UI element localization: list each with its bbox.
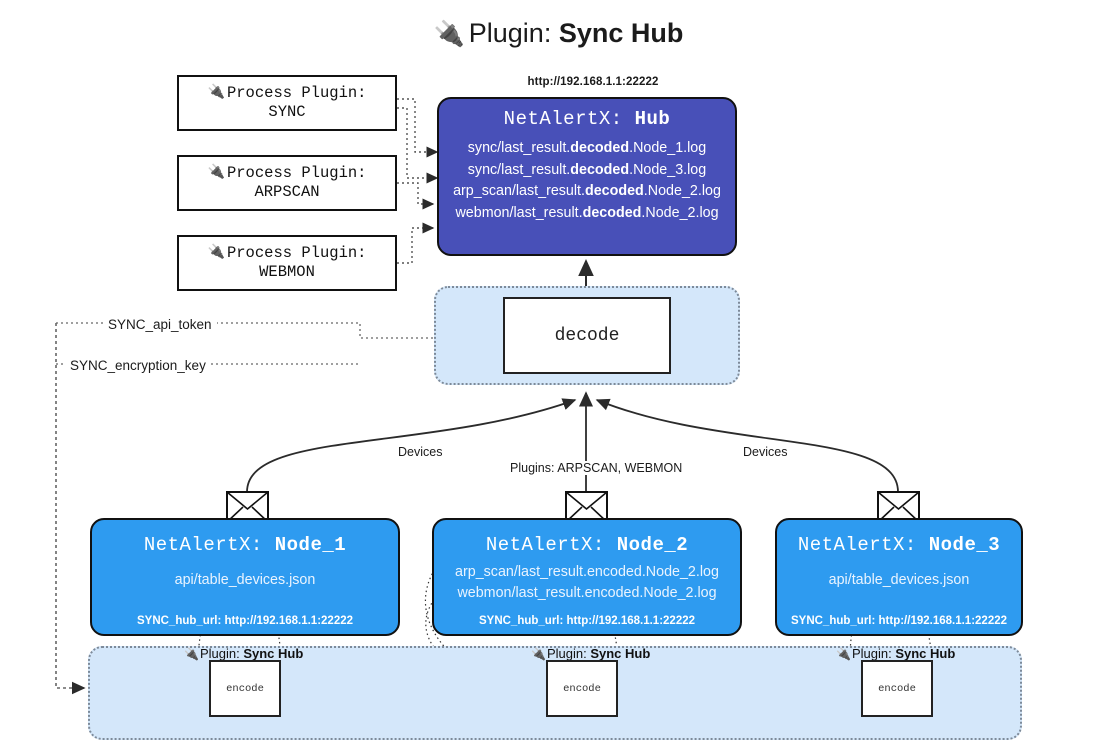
plug-icon: 🔌 — [207, 164, 225, 181]
hub-log-line: webmon/last_result.decoded.Node_2.log — [455, 205, 719, 222]
node-hub-url: SYNC_hub_url: http://192.168.1.1:22222 — [478, 615, 696, 627]
page-title-prefix: Plugin: — [468, 18, 552, 48]
process-plugin-sync[interactable]: 🔌Process Plugin: SYNC — [177, 75, 397, 131]
node-title: NetAlertX: Node_1 — [143, 534, 347, 556]
plug-icon: 🔌 — [433, 20, 465, 48]
plugin-tag-node2: 🔌Plugin: Sync Hub — [531, 646, 651, 661]
node-line: api/table_devices.json — [174, 572, 316, 588]
page-title: 🔌Plugin: Sync Hub — [0, 18, 1117, 49]
node-line: arp_scan/last_result.encoded.Node_2.log — [455, 564, 719, 580]
node-line: api/table_devices.json — [828, 572, 970, 588]
plug-icon: 🔌 — [184, 647, 199, 661]
encode-box-node2[interactable]: encode — [546, 660, 618, 717]
hub-url-label: http://192.168.1.1:22222 — [527, 76, 659, 88]
plug-icon: 🔌 — [207, 244, 225, 261]
edge-label-devices-right: Devices — [739, 445, 792, 459]
process-plugin-webmon[interactable]: 🔌Process Plugin: WEBMON — [177, 235, 397, 291]
process-plugin-name: SYNC — [268, 103, 306, 121]
node-title: NetAlertX: Node_2 — [485, 534, 689, 556]
hub-title-prefix: NetAlertX: — [503, 108, 623, 130]
plugin-tag-node1: 🔌Plugin: Sync Hub — [184, 646, 304, 661]
plug-icon: 🔌 — [531, 647, 546, 661]
plug-icon: 🔌 — [836, 647, 851, 661]
hub-log-line: sync/last_result.decoded.Node_3.log — [467, 161, 707, 178]
plugin-tag-node3: 🔌Plugin: Sync Hub — [836, 646, 956, 661]
node-2[interactable]: NetAlertX: Node_2 arp_scan/last_result.e… — [432, 518, 742, 636]
process-plugin-label: Process Plugin: — [226, 83, 367, 102]
hub-node[interactable]: NetAlertX: Hub sync/last_result.decoded.… — [437, 97, 737, 256]
process-plugin-arpscan[interactable]: 🔌Process Plugin: ARPSCAN — [177, 155, 397, 211]
node-hub-url: SYNC_hub_url: http://192.168.1.1:22222 — [790, 615, 1008, 627]
node-title: NetAlertX: Node_3 — [797, 534, 1001, 556]
plug-icon: 🔌 — [207, 84, 225, 101]
encode-box-node3[interactable]: encode — [861, 660, 933, 717]
process-plugin-name: WEBMON — [259, 263, 315, 281]
encode-box-node1[interactable]: encode — [209, 660, 281, 717]
hub-log-line: arp_scan/last_result.decoded.Node_2.log — [453, 183, 721, 200]
process-plugin-label: Process Plugin: — [226, 163, 367, 182]
process-plugin-label: Process Plugin: — [226, 243, 367, 262]
sync-encryption-key-label: SYNC_encryption_key — [65, 358, 211, 373]
node-line: webmon/last_result.encoded.Node_2.log — [457, 585, 717, 602]
node-1[interactable]: NetAlertX: Node_1 api/table_devices.json… — [90, 518, 400, 636]
node-3[interactable]: NetAlertX: Node_3 api/table_devices.json… — [775, 518, 1023, 636]
process-plugin-name: ARPSCAN — [254, 183, 320, 201]
sync-api-token-label: SYNC_api_token — [103, 317, 217, 332]
page-title-name: Sync Hub — [558, 18, 684, 48]
decode-box[interactable]: decode — [503, 297, 671, 374]
hub-title: NetAlertX: Hub — [439, 108, 735, 130]
node-hub-url: SYNC_hub_url: http://192.168.1.1:22222 — [136, 615, 354, 627]
hub-log-line: sync/last_result.decoded.Node_1.log — [467, 140, 707, 156]
hub-title-name: Hub — [634, 108, 671, 130]
edge-label-plugins: Plugins: ARPSCAN, WEBMON — [506, 461, 687, 475]
edge-label-devices-left: Devices — [394, 445, 447, 459]
